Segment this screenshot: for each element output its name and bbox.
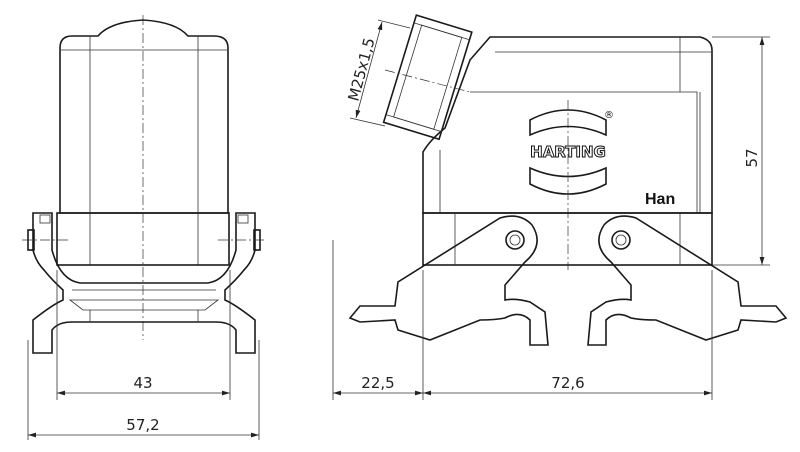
dim-inner-width-label: 43	[133, 374, 152, 392]
hood-side-base	[422, 212, 713, 266]
front-view: 43 57,2	[22, 15, 265, 440]
pin-left	[505, 230, 525, 250]
locking-lever-left	[348, 215, 549, 346]
side-view: M25x1,5 HARTING ® Han 57 22,5 72,	[332, 14, 788, 400]
locking-lever-right	[587, 215, 788, 346]
dim-thread-label: M25x1,5	[344, 36, 378, 103]
mounting-bracket	[32, 212, 256, 354]
hood-side-body	[422, 36, 713, 214]
logo-text: HARTING	[530, 143, 606, 161]
harting-logo: HARTING ®	[529, 109, 614, 195]
cable-gland	[382, 14, 473, 141]
dim-height-label: 57	[743, 148, 761, 167]
dim-width-label: 72,6	[551, 374, 584, 392]
hood-body	[59, 19, 229, 214]
hood-base	[56, 212, 230, 266]
product-label: Han	[645, 191, 675, 208]
dim-outer-width-label: 57,2	[126, 416, 159, 434]
dim-line-thread	[355, 21, 383, 119]
dim-left-offset-label: 22,5	[361, 374, 394, 392]
pin-right	[611, 230, 631, 250]
registered-mark: ®	[604, 110, 614, 121]
